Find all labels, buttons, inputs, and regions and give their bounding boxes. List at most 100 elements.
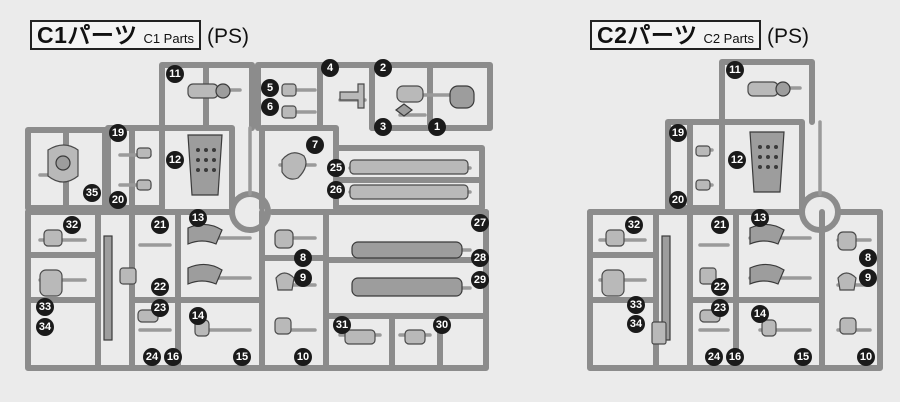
svg-text:35: 35 [86, 187, 98, 199]
c2-badge-34: 34 [627, 315, 645, 333]
svg-text:27: 27 [474, 217, 486, 229]
svg-text:19: 19 [672, 127, 684, 139]
svg-text:13: 13 [754, 212, 766, 224]
svg-text:3: 3 [380, 121, 386, 133]
c1-badge-4: 4 [321, 59, 339, 77]
svg-text:5: 5 [267, 82, 273, 94]
svg-text:12: 12 [731, 154, 743, 166]
c2-parts [601, 81, 857, 345]
svg-text:24: 24 [146, 351, 159, 363]
svg-text:33: 33 [630, 299, 642, 311]
svg-text:22: 22 [154, 281, 166, 293]
svg-text:9: 9 [865, 272, 871, 284]
svg-text:14: 14 [754, 308, 767, 320]
c2-badge-10: 10 [857, 348, 875, 366]
c2-badge-23: 23 [711, 299, 729, 317]
c2-badge-11: 11 [726, 61, 744, 79]
svg-text:29: 29 [474, 274, 486, 286]
c2-badge-16: 16 [726, 348, 744, 366]
svg-text:20: 20 [112, 194, 124, 206]
svg-text:34: 34 [39, 321, 52, 333]
c1-badge-27: 27 [471, 214, 489, 232]
c1-badge-1: 1 [428, 118, 446, 136]
svg-text:15: 15 [236, 351, 248, 363]
svg-text:26: 26 [330, 184, 342, 196]
c2-badge-22: 22 [711, 278, 729, 296]
svg-text:19: 19 [112, 127, 124, 139]
svg-text:15: 15 [797, 351, 809, 363]
svg-text:28: 28 [474, 252, 486, 264]
c1-badge-28: 28 [471, 249, 489, 267]
svg-text:14: 14 [192, 310, 205, 322]
sheet-c1-sub: C1 Parts [143, 31, 195, 46]
c1-badge-11: 11 [166, 65, 184, 83]
c1-badge-20: 20 [109, 191, 127, 209]
c1-badge-26: 26 [327, 181, 345, 199]
svg-text:8: 8 [300, 252, 306, 264]
c1-badge-19: 19 [109, 124, 127, 142]
c2-badge-14: 14 [751, 305, 769, 323]
sheet-c1-header: C1パーツ C1 Parts (PS) [30, 20, 249, 50]
c1-badge-14: 14 [189, 307, 207, 325]
c1-badge-8: 8 [294, 249, 312, 267]
svg-text:10: 10 [860, 351, 872, 363]
c1-badge-22: 22 [151, 278, 169, 296]
c1-badge-33: 33 [36, 298, 54, 316]
svg-text:34: 34 [630, 318, 643, 330]
c1-badge-30: 30 [433, 316, 451, 334]
svg-text:9: 9 [300, 272, 306, 284]
c2-badge-32: 32 [625, 216, 643, 234]
c1-badge-2: 2 [374, 59, 392, 77]
svg-text:23: 23 [714, 302, 726, 314]
svg-text:30: 30 [436, 319, 448, 331]
c1-badge-13: 13 [189, 209, 207, 227]
svg-text:31: 31 [336, 319, 348, 331]
c1-parts [39, 83, 475, 345]
c1-badge-12: 12 [166, 151, 184, 169]
svg-text:10: 10 [297, 351, 309, 363]
svg-text:6: 6 [267, 101, 273, 113]
svg-text:24: 24 [708, 351, 721, 363]
c1-badge-15: 15 [233, 348, 251, 366]
sheet-c2-header: C2パーツ C2 Parts (PS) [590, 20, 809, 50]
sheet-c2-title-box: C2パーツ C2 Parts [590, 20, 762, 50]
sheet-c1-title-box: C1パーツ C1 Parts [30, 20, 202, 50]
sheet-c2-material: (PS) [767, 25, 810, 48]
c1-badge-32: 32 [63, 216, 81, 234]
svg-text:4: 4 [327, 62, 334, 74]
c1-badge-6: 6 [261, 98, 279, 116]
c2-badge-8: 8 [859, 249, 877, 267]
c1-badge-5: 5 [261, 79, 279, 97]
c2-badge-15: 15 [794, 348, 812, 366]
c1-badge-23: 23 [151, 299, 169, 317]
svg-text:21: 21 [154, 219, 166, 231]
c1-badge-25: 25 [327, 159, 345, 177]
svg-text:11: 11 [169, 68, 181, 80]
svg-text:11: 11 [729, 64, 741, 76]
c1-badge-7: 7 [306, 136, 324, 154]
svg-text:12: 12 [169, 154, 181, 166]
c2-badge-19: 19 [669, 124, 687, 142]
sheet-c1-code: C1パーツ [37, 22, 138, 48]
c1-badge-31: 31 [333, 316, 351, 334]
c1-badge-29: 29 [471, 271, 489, 289]
svg-text:22: 22 [714, 281, 726, 293]
c2-badge-21: 21 [711, 216, 729, 234]
c1-badge-35: 35 [83, 184, 101, 202]
svg-text:16: 16 [167, 351, 179, 363]
c2-badge-9: 9 [859, 269, 877, 287]
c1-badge-10: 10 [294, 348, 312, 366]
c1-part-numbers: 11 5 4 2 6 3 1 19 7 12 25 26 35 20 13 32… [36, 59, 489, 366]
c1-badge-24: 24 [143, 348, 161, 366]
svg-text:16: 16 [729, 351, 741, 363]
c1-badge-9: 9 [294, 269, 312, 287]
c2-badge-12: 12 [728, 151, 746, 169]
svg-text:21: 21 [714, 219, 726, 231]
svg-text:32: 32 [628, 219, 640, 231]
c1-badge-3: 3 [374, 118, 392, 136]
svg-text:8: 8 [865, 252, 871, 264]
c1-runner-frame [25, 62, 493, 371]
svg-text:2: 2 [380, 62, 386, 74]
